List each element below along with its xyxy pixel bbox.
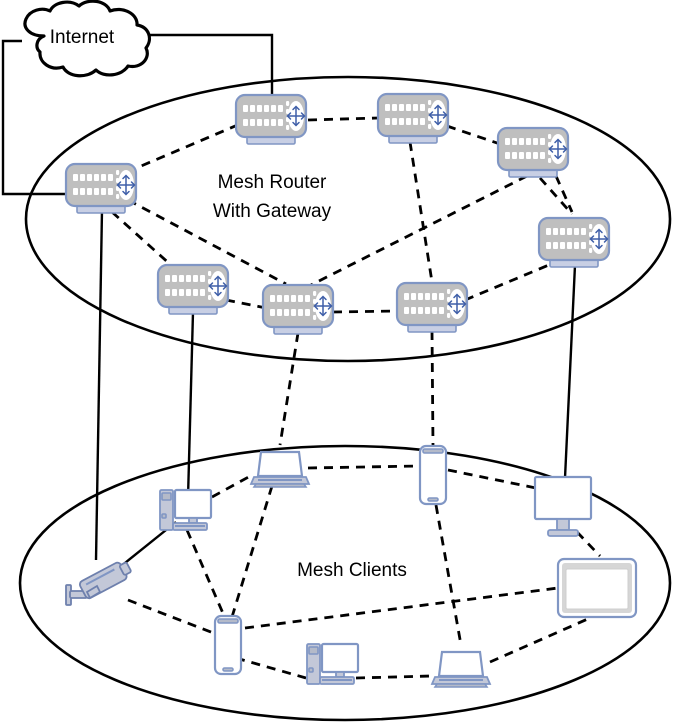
laptop-icon	[249, 450, 311, 489]
internet-label: Internet	[50, 27, 115, 48]
client-laptop-top[interactable]	[249, 450, 311, 489]
mesh-link-phonebottom-desktopbottom[interactable]	[235, 656, 307, 680]
wired-link-cloud-to-top-router[interactable]	[150, 33, 274, 95]
mesh-link-topmid-lowright[interactable]	[408, 141, 434, 283]
mesh-link-gateway-topleft[interactable]	[126, 122, 241, 174]
wired-link-gateway-to-camera[interactable]	[94, 209, 104, 561]
mesh-router-lower-left[interactable]	[156, 263, 230, 316]
mesh-router-lower-right[interactable]	[395, 281, 469, 334]
mesh-router-top-right[interactable]	[496, 126, 570, 179]
mesh-link-lowright-right[interactable]	[464, 260, 557, 302]
mesh-router-group-label-line1: Mesh Router	[218, 172, 327, 193]
client-mesh-link-group	[127, 464, 602, 680]
mesh-link-laptopbottom-tablet[interactable]	[489, 616, 591, 664]
mesh-link-gateway-lowleft[interactable]	[111, 210, 173, 268]
laptop-icon	[430, 650, 492, 689]
mesh-client-group-boundary	[18, 444, 672, 722]
client-tablet[interactable]	[556, 557, 638, 619]
mesh-link-laptop-phonetop[interactable]	[307, 464, 419, 470]
router-icon	[261, 283, 335, 336]
client-phone-top[interactable]	[418, 444, 448, 506]
wired-link-router-to-desktop[interactable]	[186, 311, 195, 499]
mesh-link-topleft-topmid[interactable]	[307, 116, 379, 122]
desktop-pc-icon	[158, 488, 213, 532]
mesh-link-desktop-laptop[interactable]	[211, 472, 255, 499]
internet-cloud[interactable]: Internet	[23, 0, 151, 78]
mesh-link-topright-right-inner[interactable]	[538, 177, 574, 215]
router-icon	[496, 126, 570, 179]
mesh-link-gateway-lowmid[interactable]	[127, 198, 287, 286]
mesh-router-right[interactable]	[537, 216, 611, 269]
mesh-router-top-middle[interactable]	[376, 92, 450, 145]
mesh-router-top-left[interactable]	[234, 93, 308, 146]
mesh-link-lowmid-to-laptop[interactable]	[278, 332, 300, 446]
router-icon	[64, 162, 138, 215]
tier-bridge-link-group	[278, 330, 435, 447]
tablet-icon	[556, 557, 638, 619]
mesh-router-group-boundary	[24, 75, 672, 363]
client-desktop-left[interactable]	[158, 488, 213, 532]
wired-link-router-to-monitor[interactable]	[563, 264, 577, 479]
client-desktop-bottom[interactable]	[305, 642, 360, 686]
router-icon	[234, 93, 308, 146]
router-icon	[395, 281, 469, 334]
mesh-client-group-label: Mesh Clients	[297, 560, 407, 581]
mesh-router-lower-middle[interactable]	[261, 283, 335, 336]
router-icon	[156, 263, 230, 316]
mesh-link-desktopbottom-laptopbottom[interactable]	[355, 674, 433, 680]
mesh-link-lowright-to-phone[interactable]	[430, 330, 435, 447]
mesh-link-monitor-tablet[interactable]	[575, 531, 602, 557]
wired-link-cloud-to-gateway[interactable]	[1, 39, 72, 196]
mesh-link-phonetop-laptopbottom[interactable]	[434, 504, 463, 646]
router-mesh-link-group	[111, 116, 574, 314]
client-phone-bottom[interactable]	[213, 614, 243, 676]
mesh-router-gateway[interactable]	[64, 162, 138, 215]
mesh-link-lowleft-lowmid[interactable]	[225, 298, 267, 310]
cloud-icon	[23, 0, 151, 78]
router-icon	[376, 92, 450, 145]
mesh-router-group-label-line2: With Gateway	[213, 201, 332, 222]
mesh-link-topmid-topright[interactable]	[446, 124, 504, 147]
mesh-link-phonebottom-tablet[interactable]	[244, 586, 559, 630]
smartphone-icon	[418, 444, 448, 506]
mesh-link-laptop-phonebottom[interactable]	[230, 485, 274, 618]
desktop-pc-icon	[305, 642, 360, 686]
mesh-link-lowmid-lowright[interactable]	[332, 309, 399, 314]
router-icon	[537, 216, 611, 269]
client-laptop-bottom[interactable]	[430, 650, 492, 689]
mesh-link-topright-lowmid[interactable]	[310, 174, 528, 287]
smartphone-icon	[213, 614, 243, 676]
mesh-link-topright-right[interactable]	[554, 175, 574, 213]
